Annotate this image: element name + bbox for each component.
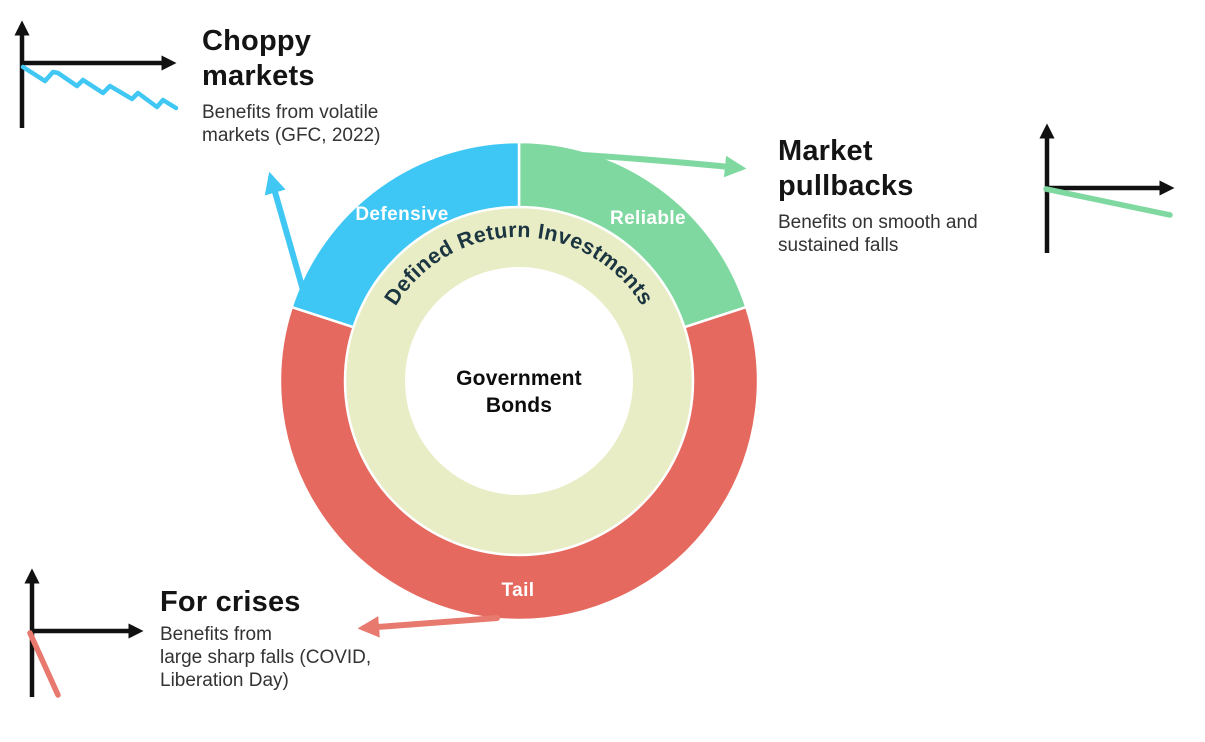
choppy-mini-chart — [14, 20, 179, 128]
donut-center-label: Government Bonds — [456, 365, 582, 419]
choppy-title-line1: Choppy — [202, 25, 312, 57]
segment-label-tail: Tail — [501, 580, 535, 601]
segment-label-defensive: Defensive — [355, 204, 449, 225]
pullbacks-desc-line1: Benefits on smooth and — [778, 212, 978, 233]
pullbacks-mini-chart — [1039, 123, 1175, 253]
center-label-line2: Bonds — [485, 394, 553, 417]
pullbacks-trend-line — [1043, 186, 1173, 218]
pullbacks-title-line2: pullbacks — [778, 170, 914, 202]
choppy-trend-line — [20, 64, 179, 111]
crises-desc-line2: large sharp falls (COVID, — [160, 647, 372, 668]
crises-connector-arrow — [357, 615, 500, 638]
crises-mini-chart — [24, 568, 144, 698]
donut-hole — [405, 267, 633, 495]
pullbacks-connector-arrow — [580, 152, 747, 178]
crises-desc-line1: Benefits from — [160, 624, 272, 645]
choppy-title-line2: markets — [202, 60, 315, 92]
crises-trend-line — [27, 630, 61, 698]
choppy-connector-arrow — [264, 171, 306, 293]
crises-title: For crises — [160, 586, 301, 618]
segment-label-reliable: Reliable — [609, 208, 687, 229]
choppy-desc-line2: markets (GFC, 2022) — [202, 125, 381, 146]
center-label-line1: Government — [456, 367, 582, 390]
crises-desc-line3: Liberation Day) — [160, 670, 289, 691]
pullbacks-title-line1: Market — [778, 135, 873, 167]
choppy-desc-line1: Benefits from volatile — [202, 102, 379, 123]
pullbacks-desc-line2: sustained falls — [778, 235, 899, 256]
